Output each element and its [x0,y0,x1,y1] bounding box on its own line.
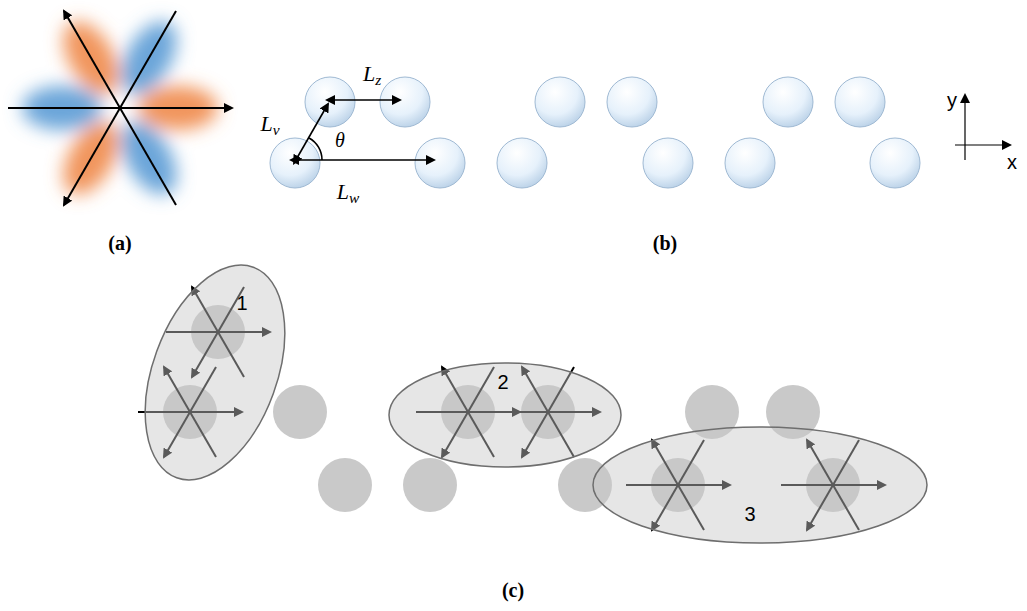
angle-label: θ [335,129,345,152]
dimension-arrows [297,100,434,160]
callout-number: 3 [744,504,755,524]
spot [273,385,327,439]
droplet [497,138,547,188]
droplet [270,138,320,188]
droplet [870,138,920,188]
droplet [725,138,775,188]
droplet [607,77,657,127]
group-ellipse: 2 [388,362,622,468]
dimension-label: Lw [337,179,360,205]
droplets [270,77,920,188]
droplet [763,77,813,127]
axis-symbol [8,11,232,205]
panel-label: (b) [653,232,677,255]
xy-axes [955,95,1010,160]
group-ellipse: 1 [120,255,310,490]
droplet [305,77,355,127]
ellipse-outline [592,426,928,544]
droplet [835,77,885,127]
spot [403,458,457,512]
dimension-label: Lz [363,61,381,87]
axis-label: y [947,89,957,112]
spot [318,458,372,512]
axis-line [64,11,176,205]
droplet [643,138,693,188]
panel-label: (c) [502,579,524,602]
dimension-label: Lv [260,111,279,137]
ellipse-outline [120,255,310,490]
callout-number: 2 [497,372,508,392]
group-ellipse: 3 [592,426,928,544]
panel-label: (a) [108,232,131,255]
callout-number: 1 [236,293,247,313]
droplet [415,138,465,188]
axis-label: x [1007,151,1017,174]
droplet [535,77,585,127]
droplet [380,77,430,127]
axis-line [64,11,176,205]
